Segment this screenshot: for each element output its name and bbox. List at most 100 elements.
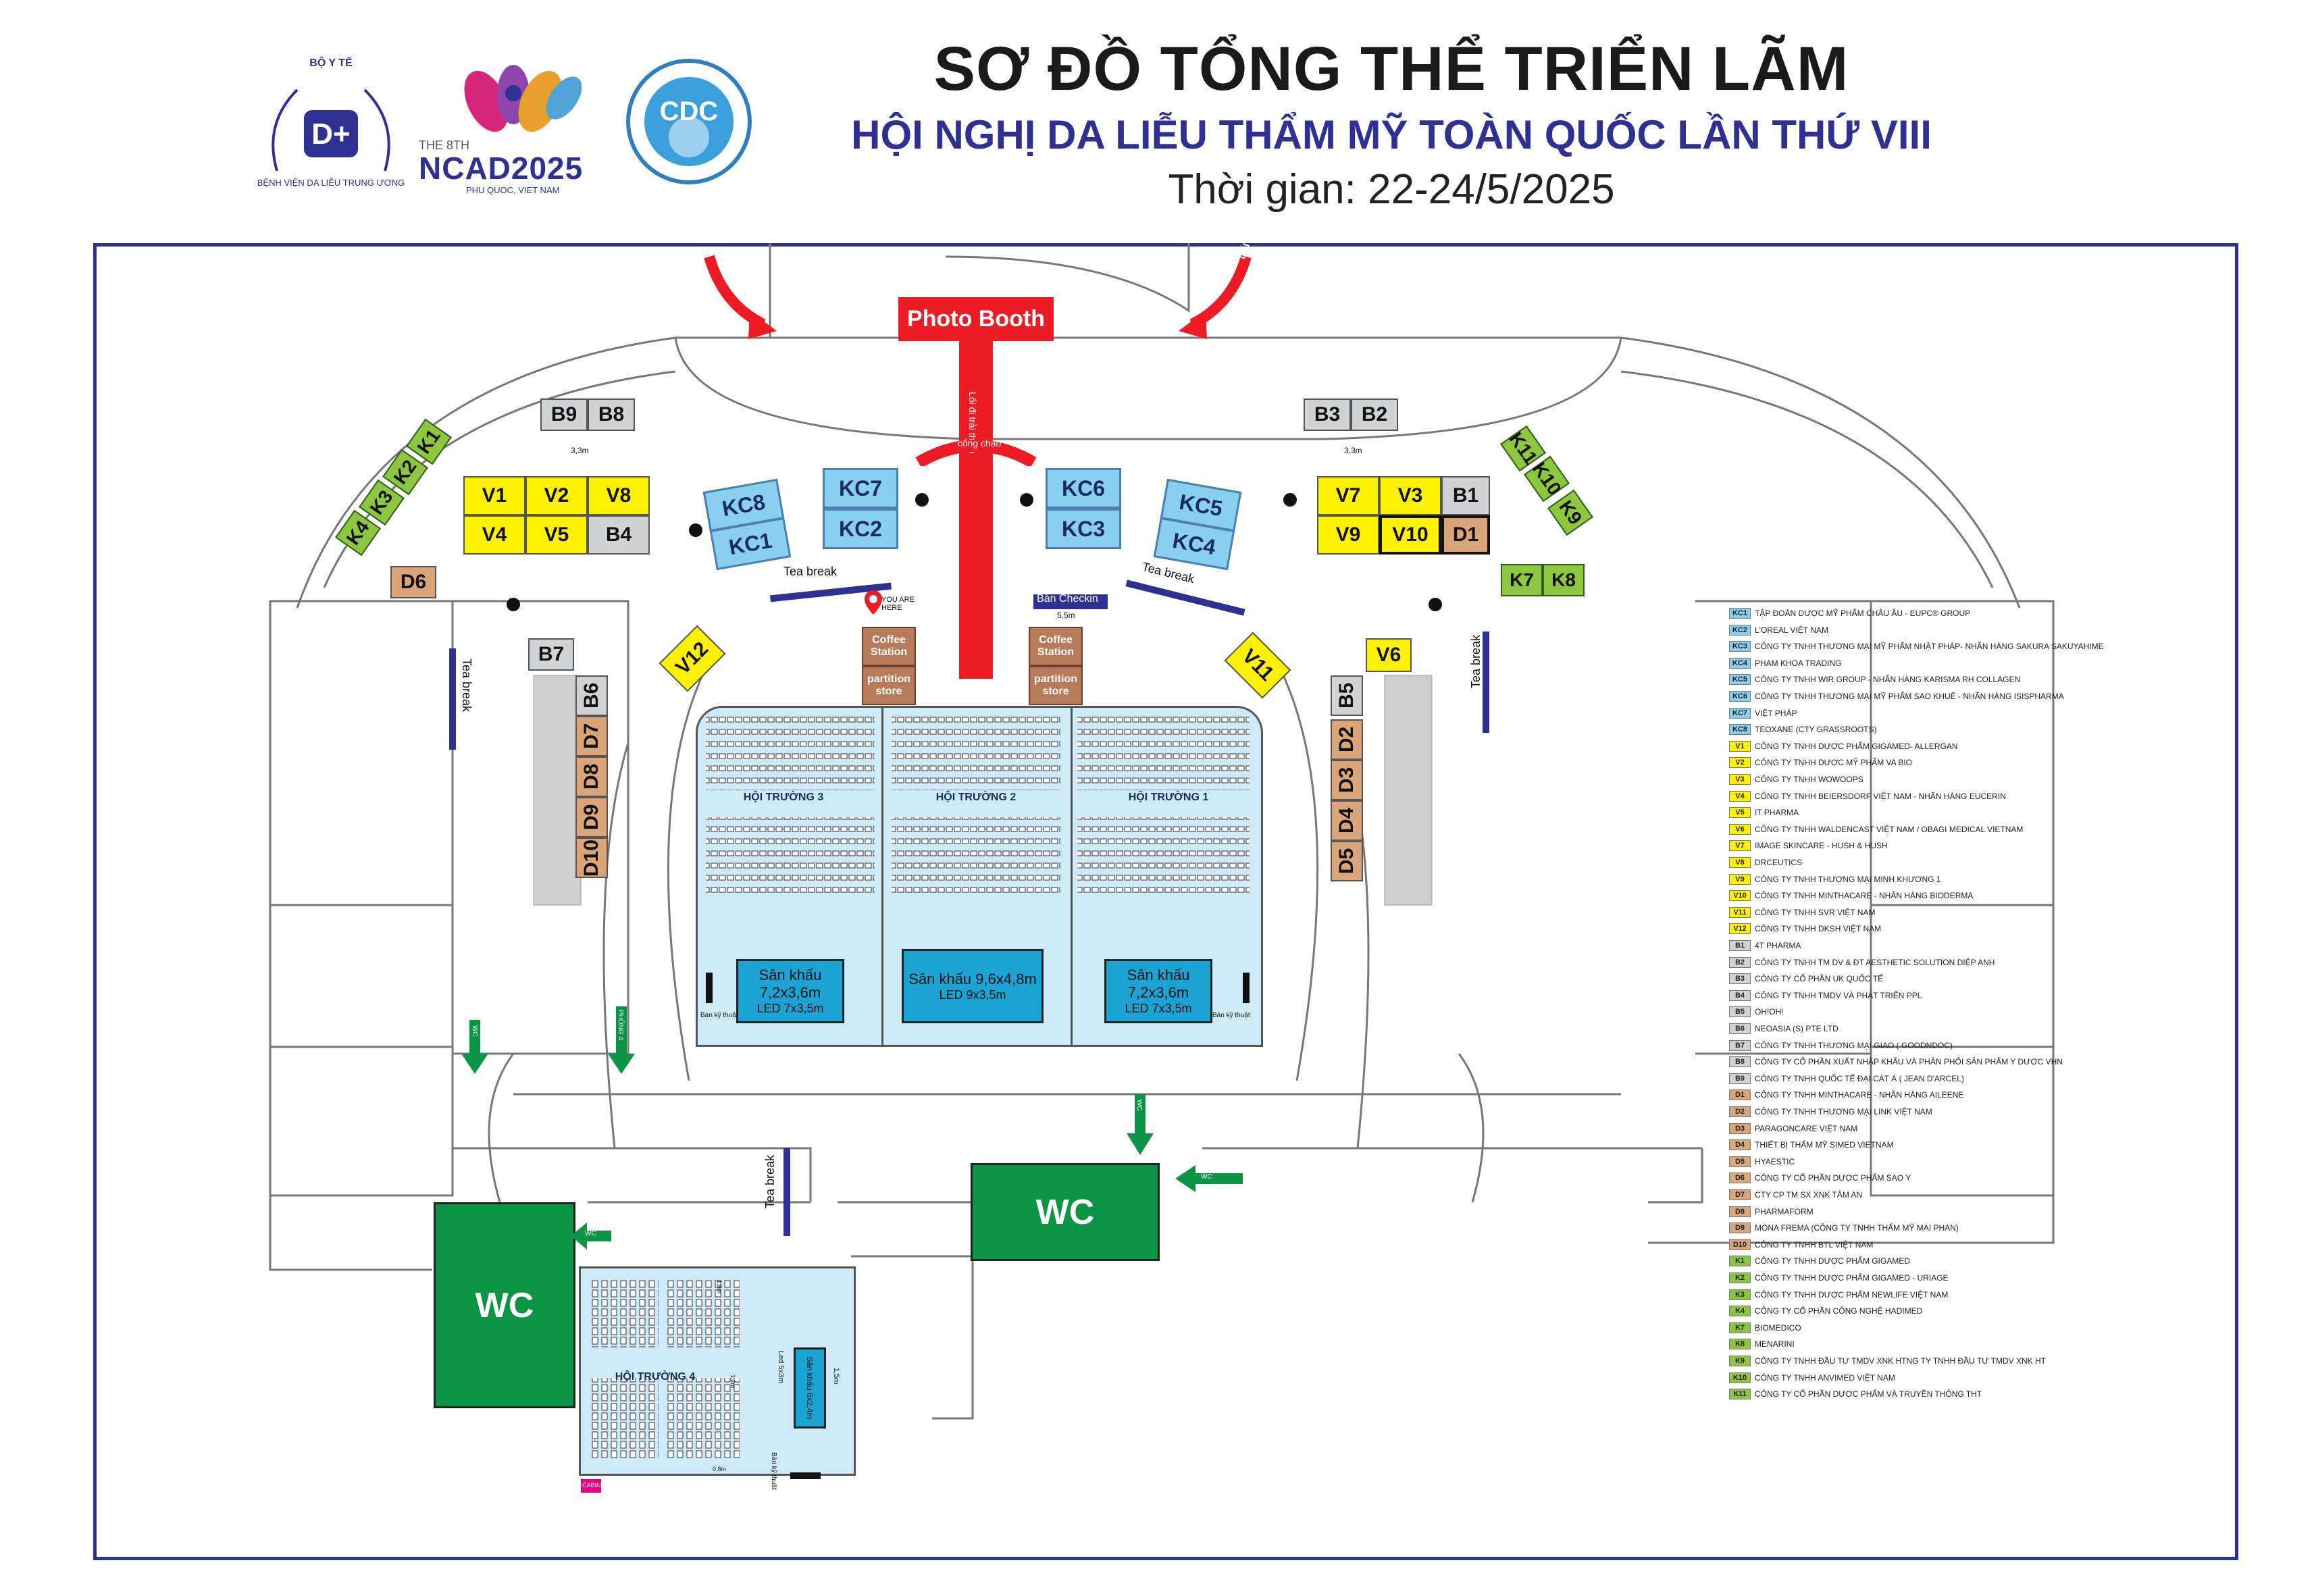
booth-k8[interactable]: K8 <box>1543 564 1585 596</box>
you-are-here-label: YOU ARE HERE <box>881 596 915 612</box>
booth-b2[interactable]: B2 <box>1351 398 1398 431</box>
legend-company: CÔNG TY TNHH DKSH VIỆT NAM <box>1755 924 1882 934</box>
welcome-gate-label: cổng chào <box>957 438 1002 448</box>
stage-hall-3-led: LED 7x3,5m <box>756 1002 824 1015</box>
booth-kc6[interactable]: KC6 <box>1046 468 1121 509</box>
booth-b3[interactable]: B3 <box>1304 398 1351 431</box>
page-title: SƠ ĐỒ TỔNG THỂ TRIỂN LÃM <box>933 34 1849 103</box>
legend-code: V9 <box>1729 873 1751 885</box>
legend-company: CÔNG TY TNHH DƯỢC PHẨM GIGAMED- ALLERGAN <box>1755 741 1958 751</box>
legend-code: B7 <box>1729 1039 1751 1051</box>
booth-v3[interactable]: V3 <box>1379 476 1441 515</box>
legend-company: TEOXANE (CTY GRASSROOTS) <box>1755 725 1877 735</box>
booth-v7[interactable]: V7 <box>1317 476 1379 515</box>
booth-v4[interactable]: V4 <box>463 515 525 555</box>
legend-company: CÔNG TY TNHH BEIERSDORF VIỆT NAM - NHÃN … <box>1755 791 2006 801</box>
phong-4-arrow-icon <box>608 1006 635 1074</box>
legend-code: B1 <box>1729 940 1751 951</box>
booth-v8[interactable]: V8 <box>588 476 650 515</box>
legend-code: KC8 <box>1729 724 1751 736</box>
ncad-flower-icon <box>464 65 582 132</box>
event-time: Thời gian: 22-24/5/2025 <box>1168 166 1615 213</box>
legend-code: D7 <box>1729 1189 1751 1200</box>
distance-label-left: 3,3m <box>571 446 589 455</box>
wc-arrow-label-hall4: WC <box>585 1230 596 1237</box>
legend-company: CÔNG TY TNHH SVR VIỆT NAM <box>1755 907 1876 917</box>
legend-company: CÔNG TY CỔ PHẦN DƯỢC PHẨM VÀ TRUYỀN THÔN… <box>1755 1389 1982 1399</box>
legend-code: D9 <box>1729 1222 1751 1234</box>
led-hall-4-label: Led 5x3m <box>777 1351 785 1384</box>
hall-1-label: HỘI TRƯỜNG 1 <box>1128 792 1209 803</box>
booth-kc3[interactable]: KC3 <box>1046 509 1121 549</box>
booth-b9[interactable]: B9 <box>540 398 588 431</box>
booth-v10[interactable]: V10 <box>1379 515 1441 555</box>
hall-4-mark-1-5m: 1,5m <box>832 1368 840 1385</box>
tea-break-label-lower: Tea break <box>763 1155 777 1209</box>
booth-b8[interactable]: B8 <box>588 398 635 431</box>
booth-d3[interactable]: D3 <box>1331 760 1363 800</box>
hall-2-label: HỘI TRƯỜNG 2 <box>935 792 1017 803</box>
legend-code: V8 <box>1729 857 1751 868</box>
legend-code: D10 <box>1729 1239 1751 1250</box>
booth-d9[interactable]: D9 <box>575 797 608 838</box>
booth-b4[interactable]: B4 <box>588 515 650 555</box>
booth-b5[interactable]: B5 <box>1331 675 1363 716</box>
distance-label-right: 3,3m <box>1344 446 1362 455</box>
wc-arrow-label-right: WC <box>1201 1173 1212 1181</box>
legend-company: CÔNG TY TNHH ĐẦU TƯ TMDV XNK HTNG TY TNH… <box>1755 1356 2046 1366</box>
welcome-gate-arc <box>915 440 1037 466</box>
booth-b6[interactable]: B6 <box>575 675 608 716</box>
booth-d8[interactable]: D8 <box>575 756 608 797</box>
booth-v5[interactable]: V5 <box>525 515 588 555</box>
legend-code: KC1 <box>1729 608 1751 619</box>
booth-d6[interactable]: D6 <box>390 566 436 598</box>
booth-d10[interactable]: D10 <box>575 838 608 878</box>
legend-code: B2 <box>1729 956 1751 968</box>
legend-company: L'OREAL VIỆT NAM <box>1755 625 1828 635</box>
booth-v6[interactable]: V6 <box>1366 638 1412 672</box>
booth-d5[interactable]: D5 <box>1331 841 1363 881</box>
booth-v1[interactable]: V1 <box>463 476 525 515</box>
booth-d7[interactable]: D7 <box>575 716 608 756</box>
booth-d4[interactable]: D4 <box>1331 800 1363 841</box>
booth-k7[interactable]: K7 <box>1501 564 1543 596</box>
legend-code: V10 <box>1729 890 1751 902</box>
legend-code: K1 <box>1729 1256 1751 1267</box>
booth-b7[interactable]: B7 <box>528 638 574 671</box>
wc-bottom-left[interactable]: WC <box>434 1202 575 1408</box>
legend-company: VIỆT PHÁP <box>1755 708 1797 718</box>
hall-4-mark-0-8m: 0,8m <box>713 1466 727 1472</box>
camera-podium-right <box>1243 973 1250 1003</box>
legend-company: CÔNG TY TNHH THƯƠNG MẠI MINH KHƯƠNG 1 <box>1755 874 1941 884</box>
booth-kc7[interactable]: KC7 <box>823 468 898 509</box>
cdc-seal-icon <box>626 59 752 184</box>
entrance-arrow-left-icon <box>704 255 777 339</box>
legend-company: CÔNG TY TNHH MINTHACARE - NHÃN HÀNG AILE… <box>1755 1090 1964 1100</box>
legend-code: V7 <box>1729 840 1751 852</box>
stage-hall-3: Sân khấu 7,2x3,6m LED 7x3,5m <box>736 959 844 1023</box>
booth-v9[interactable]: V9 <box>1317 515 1379 555</box>
legend-code: K9 <box>1729 1356 1751 1366</box>
legend-row: KC1 TẬP ĐOÀN DƯỢC MỸ PHẨM CHÂU ÂU - EUPC®… <box>1729 607 1970 620</box>
booth-b1[interactable]: B1 <box>1441 476 1490 515</box>
legend-company: TẬP ĐOÀN DƯỢC MỸ PHẨM CHÂU ÂU - EUPC® GR… <box>1755 609 1971 618</box>
booth-d1[interactable]: D1 <box>1441 515 1490 555</box>
partition-store-left: partition store <box>862 666 916 705</box>
booth-v2[interactable]: V2 <box>525 476 588 515</box>
booth-kc2[interactable]: KC2 <box>823 509 898 549</box>
legend-code: D2 <box>1729 1106 1751 1117</box>
stage-hall-4-size: Sân khấu 6x2,4m <box>805 1356 815 1420</box>
wc-bottom-center[interactable]: WC <box>971 1163 1160 1261</box>
legend-company: CÔNG TY CỔ PHẦN XUẤT NHẬP KHẨU VÀ PHÂN P… <box>1755 1057 2063 1067</box>
booth-d2[interactable]: D2 <box>1331 719 1363 760</box>
